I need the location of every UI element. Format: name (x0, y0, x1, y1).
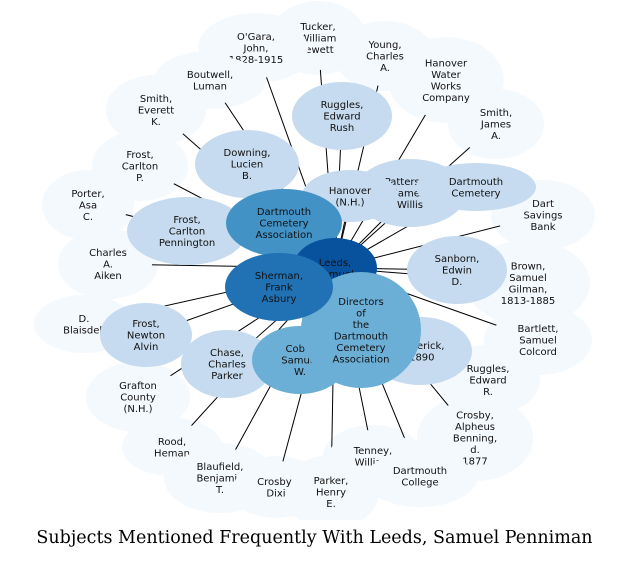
node-label-rood: Rood,Heman (154, 437, 190, 460)
node-label-boutwell: Boutwell,Luman (187, 70, 233, 93)
node-label-ogara: O'Gara,John,1828-1915 (229, 32, 284, 66)
edge-young (334, 55, 386, 269)
node-label-blaisdell: D.Blaisdell (63, 314, 105, 337)
diagram-caption: Subjects Mentioned Frequently With Leeds… (36, 528, 593, 548)
node-label-hanover-nh: Hanover(N.H.) (329, 186, 372, 209)
node-label-crosby-dixi: Crosby,Dixi (257, 477, 295, 500)
node-label-tenney: Tenney,William (353, 446, 393, 469)
node-label-frederick: Frederick,-1890 (396, 341, 445, 364)
center-node-label: Leeds,Samuel (316, 258, 354, 281)
